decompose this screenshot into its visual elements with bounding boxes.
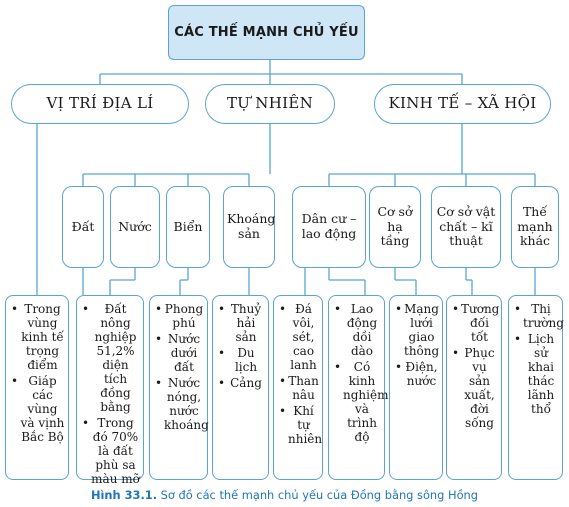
node-vi-tri-dia-li-label: VỊ TRÍ ĐỊA LÍ — [46, 94, 154, 113]
leaf-co-so-ha-tang: •Mạng lưới giao thông •Điện, nước — [389, 295, 443, 480]
node-kinh-te-xa-hoi-label: KINH TẾ – XÃ HỘI — [388, 94, 537, 113]
node-dat: Đất — [62, 186, 104, 268]
bullet-icon: • — [11, 302, 19, 316]
list-item: •Điện, nước — [395, 360, 438, 389]
figure-number: Hình 33.1. — [90, 488, 158, 502]
list-item: •Tương đối tốt — [452, 302, 500, 345]
list-item: •Trong vùng kinh tế trọng điểm — [11, 302, 64, 373]
node-khoang-san-label: Khoáng sản — [227, 211, 276, 241]
leaf-khoang-san: •Đá vôi, sét, cao lanh •Than nâu •Khí tự… — [273, 295, 323, 480]
bullet-icon: • — [279, 404, 287, 419]
node-khoang-san: Khoáng sản — [223, 186, 275, 268]
node-tu-nhien: TỰ NHIÊN — [205, 84, 335, 124]
bullet-icon: • — [514, 332, 522, 347]
node-nuoc-label: Nước — [118, 218, 152, 234]
list-item: •Có kinh nghiệm và trình độ — [334, 360, 389, 445]
list-item: •Than nâu — [279, 374, 319, 403]
bullet-icon: • — [218, 376, 226, 391]
node-nuoc: Nước — [110, 186, 160, 268]
list-item: •Giáp các vùng và vịnh Bắc Bộ — [11, 374, 65, 445]
list-item: •Nước nóng, nước khoáng — [155, 376, 209, 433]
figure-caption-text: Sơ đồ các thế mạnh chủ yếu của Đồng bằng… — [160, 488, 478, 502]
root-node: CÁC THẾ MẠNH CHỦ YẾU — [168, 5, 365, 60]
list-item: •Nước dưới đất — [155, 332, 201, 375]
leaf-nuoc: •Phong phú •Nước dưới đất •Nước nóng, nư… — [149, 295, 209, 480]
root-title: CÁC THẾ MẠNH CHỦ YẾU — [174, 24, 359, 40]
node-co-so-vat-chat-ki-thuat: Cơ sở vật chất – kĩ thuật — [431, 186, 501, 268]
bullet-icon: • — [155, 302, 163, 316]
leaf-dat: •Đất nông nghiệp 51,2% diện tích đồng bằ… — [76, 295, 144, 486]
bullet-icon: • — [218, 346, 226, 361]
bullet-icon: • — [452, 302, 460, 316]
node-co-so-vat-chat-ki-thuat-label: Cơ sở vật chất – kĩ thuật — [436, 203, 496, 249]
list-item: •Phong phú — [155, 302, 204, 331]
leaf-the-manh-khac: •Thị trường •Lịch sử khai thác lãnh thổ — [508, 295, 564, 480]
bullet-icon: • — [334, 302, 342, 316]
list-item: •Thuỷ hải sản — [218, 302, 262, 345]
bullet-icon: • — [514, 302, 522, 316]
leaf-dan-cu-lao-dong: •Lao động dồi dào •Có kinh nghiệm và trì… — [328, 295, 389, 480]
node-bien-label: Biển — [173, 218, 203, 234]
bullet-icon: • — [11, 374, 19, 389]
list-item: •Đá vôi, sét, cao lanh — [279, 302, 317, 373]
bullet-icon: • — [395, 302, 403, 316]
node-co-so-ha-tang: Cơ sở hạ tầng — [369, 186, 421, 268]
node-dan-cu-lao-dong-label: Dân cư – lao động — [301, 211, 357, 241]
bullet-icon: • — [279, 302, 287, 316]
node-dat-label: Đất — [71, 218, 95, 234]
list-item: •Lịch sử khai thác lãnh thổ — [514, 332, 555, 417]
leaf-vi-tri-dia-li: •Trong vùng kinh tế trọng điểm •Giáp các… — [5, 295, 69, 480]
list-item: •Phục vụ sản xuất, đời sống — [452, 346, 495, 431]
figure-caption: Hình 33.1. Sơ đồ các thế mạnh chủ yếu củ… — [0, 488, 569, 502]
list-item: •Trong đó 70% là đất phù sa màu mỡ — [82, 416, 140, 487]
node-the-manh-khac: Thế mạnh khác — [511, 186, 559, 268]
list-item: •Du lịch — [218, 346, 258, 375]
leaf-co-so-vat-chat-ki-thuat: •Tương đối tốt •Phục vụ sản xuất, đời số… — [446, 295, 502, 480]
list-item: •Lao động dồi dào — [334, 302, 378, 359]
bullet-icon: • — [218, 302, 226, 316]
bullet-icon: • — [82, 416, 90, 431]
node-the-manh-khac-label: Thế mạnh khác — [517, 203, 553, 249]
node-dan-cu-lao-dong: Dân cư – lao động — [292, 186, 366, 268]
list-item: •Đất nông nghiệp 51,2% diện tích đồng bằ… — [82, 302, 137, 415]
node-bien: Biển — [166, 186, 210, 268]
list-item: •Cảng — [218, 376, 262, 391]
leaf-bien: •Thuỷ hải sản •Du lịch •Cảng — [212, 295, 269, 480]
node-tu-nhien-label: TỰ NHIÊN — [226, 94, 314, 113]
list-item: •Mạng lưới giao thông — [395, 302, 440, 359]
bullet-icon: • — [395, 360, 403, 375]
node-co-so-ha-tang-label: Cơ sở hạ tầng — [377, 203, 413, 249]
bullet-icon: • — [155, 332, 163, 347]
bullet-icon: • — [279, 374, 287, 389]
node-vi-tri-dia-li: VỊ TRÍ ĐỊA LÍ — [11, 84, 189, 124]
list-item: •Khí tự nhiên — [279, 404, 323, 447]
bullet-icon: • — [452, 346, 460, 361]
node-kinh-te-xa-hoi: KINH TẾ – XÃ HỘI — [374, 84, 551, 124]
bullet-icon: • — [334, 360, 342, 375]
bullet-icon: • — [155, 376, 163, 391]
bullet-icon: • — [82, 302, 90, 316]
list-item: •Thị trường — [514, 302, 564, 331]
